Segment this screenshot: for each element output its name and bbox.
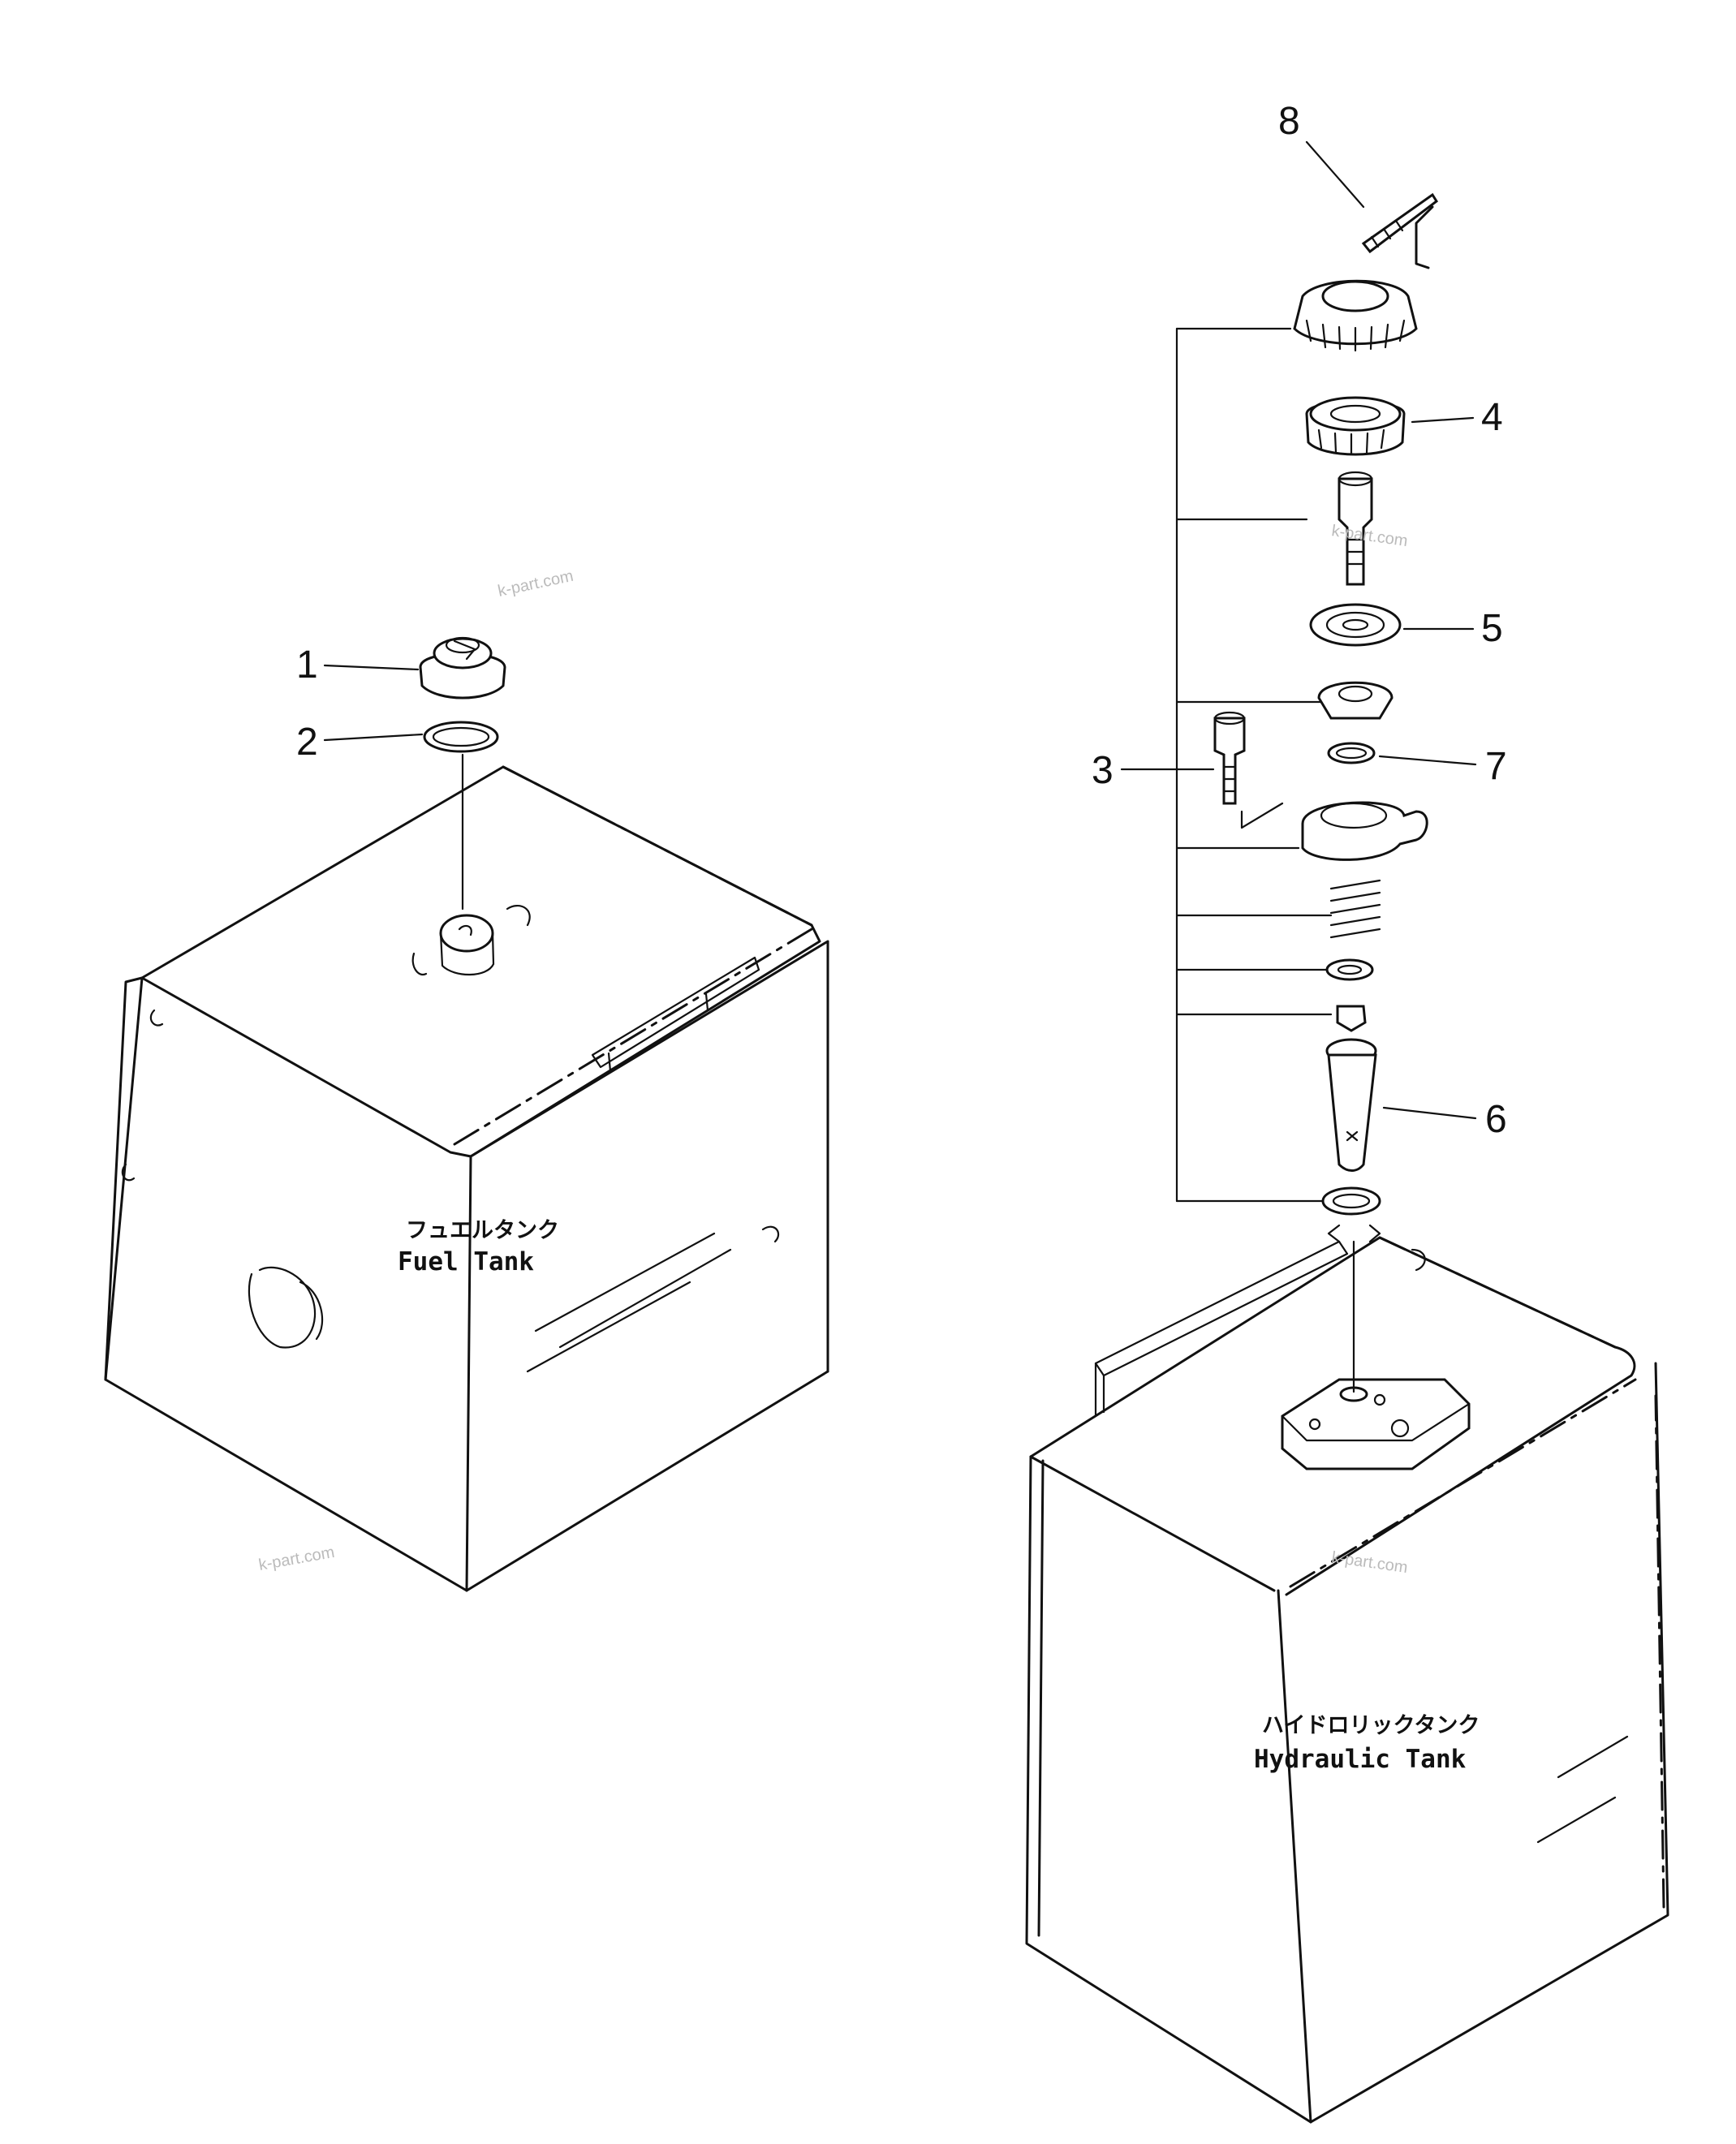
fuel-tank-label-jp: フュエルタンク — [406, 1218, 559, 1243]
callout-5: 5 — [1402, 607, 1503, 650]
callout-6-number: 6 — [1485, 1098, 1507, 1141]
watermark: k-part.com — [1330, 522, 1409, 550]
callout-6: 6 — [1382, 1098, 1507, 1141]
callout-7-number: 7 — [1485, 745, 1507, 788]
callout-1-number: 1 — [296, 644, 318, 687]
callout-8: 8 — [1278, 100, 1365, 209]
hydraulic-tank — [1025, 192, 1669, 2124]
callout-4: 4 — [1411, 396, 1503, 439]
watermark: k-part.com — [1330, 1548, 1409, 1577]
callout-3: 3 — [1092, 749, 1215, 792]
hydraulic-tank-label-en: Hydraulic Tank — [1254, 1745, 1467, 1774]
watermark: k-part.com — [257, 1543, 336, 1574]
callout-1: 1 — [296, 644, 420, 687]
callout-2-number: 2 — [296, 721, 318, 764]
fuel-tank-label-en: Fuel Tank — [398, 1247, 534, 1276]
callout-5-number: 5 — [1481, 607, 1503, 650]
callout-3-number: 3 — [1092, 749, 1114, 792]
watermark: k-part.com — [496, 567, 575, 601]
callout-4-number: 4 — [1481, 396, 1503, 439]
callout-8-number: 8 — [1278, 100, 1300, 143]
callout-2: 2 — [296, 721, 424, 764]
callout-7: 7 — [1378, 745, 1507, 788]
hydraulic-tank-label-jp: ハイドロリックタンク — [1262, 1713, 1480, 1738]
fuel-tank — [104, 636, 829, 1592]
